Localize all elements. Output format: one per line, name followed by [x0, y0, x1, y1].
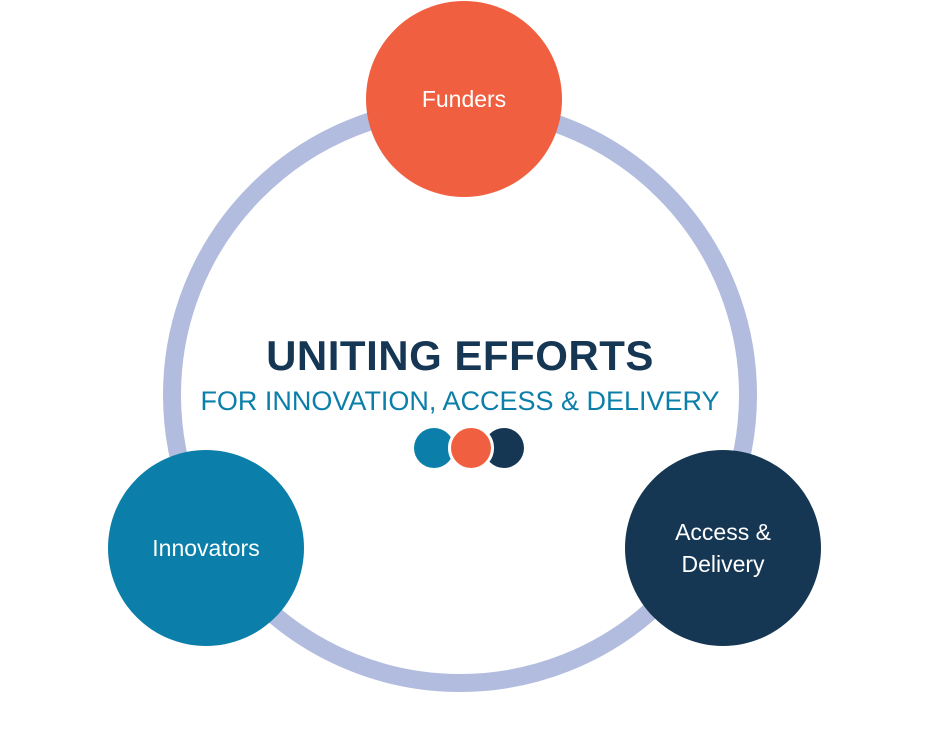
- access-delivery-node: Access & Delivery: [625, 450, 821, 646]
- teal-dot: [414, 428, 454, 468]
- funders-node: Funders: [366, 1, 562, 197]
- access-delivery-label-line-1: Access &: [675, 519, 771, 545]
- funders-label: Funders: [421, 86, 507, 112]
- innovators-label: Innovators: [152, 535, 260, 561]
- center-title: UNITING EFFORTS: [266, 332, 654, 379]
- center-subtitle: FOR INNOVATION, ACCESS & DELIVERY: [200, 386, 720, 416]
- innovators-node: Innovators: [108, 450, 304, 646]
- access-delivery-label-line-2: Delivery: [681, 551, 765, 577]
- three-dots-logo: [414, 425, 526, 471]
- orange-dot: [448, 425, 494, 471]
